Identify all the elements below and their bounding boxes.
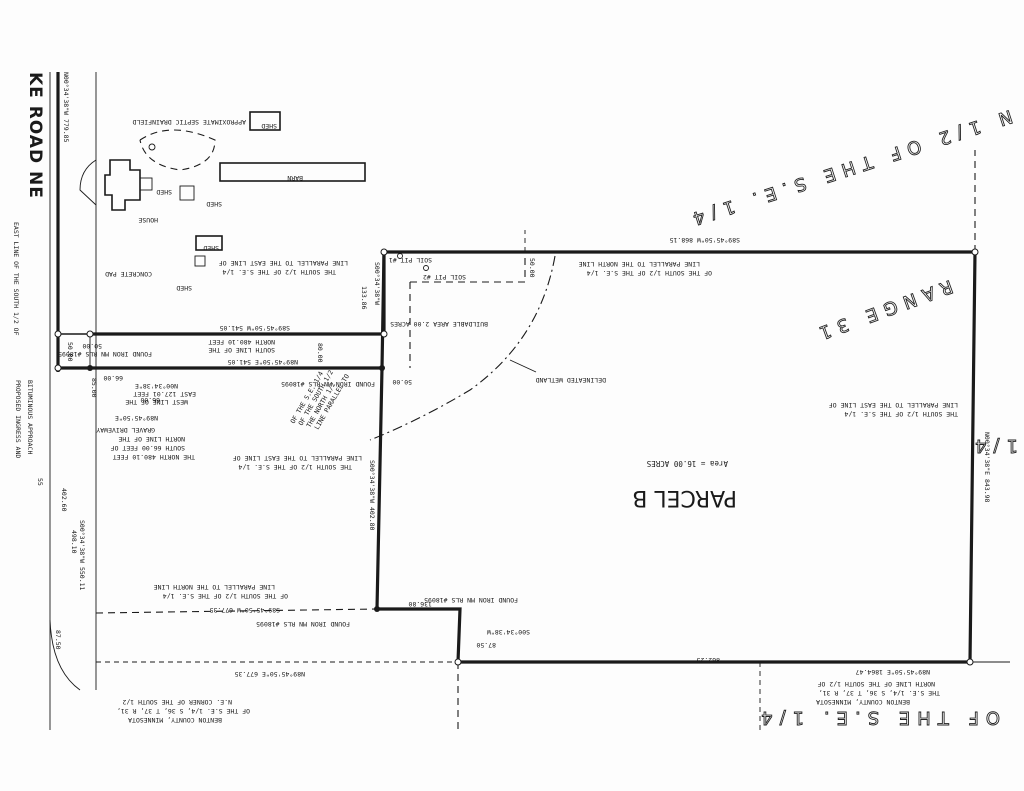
shed-b-shape bbox=[179, 185, 195, 201]
west-desc-2: THE SOUTH 1/2 OF THE S.E. 1/4 bbox=[238, 463, 352, 471]
shed-b-label: SHED bbox=[206, 200, 222, 208]
bottom-desc-1: NORTH LINE OF THE SOUTH 1/2 OF bbox=[818, 680, 935, 688]
west-line: WEST LINE OF THE bbox=[125, 398, 188, 406]
right-desc-2: THE SOUTH 1/2 OF THE S.E. 1/4 bbox=[844, 410, 958, 418]
mid-desc-1: LINE PARALLEL TO THE NORTH LINE bbox=[154, 583, 275, 591]
shed-d-shape bbox=[194, 255, 206, 267]
gravel: GRAVEL DRIVEWAY bbox=[96, 426, 155, 434]
north-line-5: THE NORTH 480.10 FEET bbox=[113, 453, 195, 461]
notch-dist: 136.80 bbox=[408, 600, 432, 608]
house-shape bbox=[104, 159, 141, 211]
soil-pit-1: SOIL PIT #1 bbox=[389, 256, 432, 264]
west-desc-1: LINE PARALLEL TO THE EAST LINE OF bbox=[233, 454, 362, 462]
wetland-label: DELINEATED WETLAND bbox=[535, 376, 606, 384]
iron-notch: FOUND IRON MN RLS #18095 bbox=[424, 596, 518, 604]
buildable-label: BUILDABLE AREA 2.00 ACRES bbox=[390, 320, 488, 328]
barn-shape bbox=[219, 162, 366, 182]
ne-corner-1: N.E. CORNER OF THE SOUTH 1/2 bbox=[122, 698, 232, 706]
dist-50d: 50.00 bbox=[66, 342, 74, 362]
shed-c-label: SHED bbox=[203, 244, 219, 252]
shed-a-shape bbox=[139, 177, 153, 191]
road-edges bbox=[49, 72, 97, 730]
shed-a-label: SHED bbox=[156, 188, 172, 196]
parcel-name: PARCEL B bbox=[632, 485, 737, 510]
low-bearing: N89°45'50"E 677.35 bbox=[234, 670, 305, 678]
parcel-b-boundary bbox=[375, 250, 977, 664]
soil-pit-2: SOIL PIT #2 bbox=[423, 273, 466, 281]
road-402: 402.60 bbox=[60, 488, 68, 512]
dist-50c: 50.00 bbox=[528, 258, 536, 278]
bottom-dist: 862.25 bbox=[696, 656, 720, 664]
parcel-area: Area = 16.00 ACRES bbox=[646, 459, 728, 468]
road-87: 87.50 bbox=[54, 630, 62, 650]
top-desc-1: LINE PARALLEL TO THE NORTH LINE bbox=[579, 260, 700, 268]
iron-corner: FOUND IRON MN RLS #18095 bbox=[256, 620, 350, 628]
mid-bearing: S89°45'50"W 677.35 bbox=[209, 606, 280, 614]
barn-label: BARN bbox=[287, 174, 303, 182]
wing-top-bearing: S00°34'38"W bbox=[373, 262, 381, 305]
bottom-bearing: N89°45'50"E 1864.47 bbox=[856, 668, 930, 676]
shed-top-shape bbox=[249, 111, 281, 131]
dist-66b: 66.00 bbox=[140, 396, 160, 404]
north-line-4: SOUTH 66.00 FEET OF bbox=[111, 444, 185, 452]
shed-d-label: SHED bbox=[176, 284, 192, 292]
ne-corner-2: OF THE S.E. 1/4, S 36, T 37, R 31, bbox=[117, 707, 250, 715]
survey-pins bbox=[54, 248, 979, 666]
ingress: PROPOSED INGRESS AND bbox=[14, 380, 22, 458]
north-line-2: NORTH 480.10 FEET bbox=[208, 338, 275, 346]
top-bearing: S89°45'50"W 868.15 bbox=[669, 236, 740, 244]
quarter-label-right-edge: 1/4 bbox=[968, 435, 1018, 456]
dist-66a: 66.00 bbox=[103, 374, 123, 382]
dist-50b: 50.00 bbox=[82, 342, 102, 350]
mid-desc-2: OF THE SOUTH 1/2 OF THE S.E. 1/4 bbox=[163, 592, 288, 600]
driveway-curve bbox=[79, 159, 97, 206]
septic-outline bbox=[139, 129, 216, 171]
shed-c-shape bbox=[195, 235, 223, 251]
north-line-1: SOUTH LINE OF THE bbox=[208, 346, 275, 354]
buildings bbox=[79, 111, 366, 267]
right-desc-1: LINE PARALLEL TO THE EAST LINE OF bbox=[829, 401, 958, 409]
north-line-3: NORTH LINE OF THE bbox=[118, 435, 185, 443]
septic-label: APPROXIMATE SEPTIC DRAINFIELD bbox=[132, 118, 246, 126]
quarter-label-bottom: OF THE S.E. 1/4 bbox=[754, 707, 1000, 728]
notch-dist2: 87.50 bbox=[476, 641, 496, 649]
iron-left: FOUND IRON MN RLS #18095 bbox=[58, 350, 152, 358]
bituminous: BITUMINOUS APPROACH bbox=[26, 380, 34, 454]
wing-dist: 133.86 bbox=[360, 286, 368, 310]
road-bearing-top: N00°34'38"W 779.85 bbox=[62, 72, 70, 143]
road-bearing: S00°34'38"W 550.11 bbox=[78, 520, 86, 591]
east-line-desc: EAST LINE OF THE SOUTH 1/2 OF bbox=[12, 222, 20, 336]
bottom-desc-2: THE S.E. 1/4, S 36, T 37, R 31, bbox=[819, 689, 940, 697]
dist-85: 85.00 bbox=[90, 378, 98, 398]
iron-top: FOUND IRON MN RLS #18095 bbox=[281, 380, 375, 388]
ne-corner-3: BENTON COUNTY, MINNESOTA bbox=[128, 716, 222, 724]
bottom-desc-3: BENTON COUNTY, MINNESOTA bbox=[816, 698, 910, 706]
dist-80: 80.00 bbox=[316, 343, 324, 363]
top-desc-2: OF THE SOUTH 1/2 OF THE S.E. 1/4 bbox=[587, 269, 712, 277]
quarter-label-top: N 1/2 OF THE S.E. 1/4 bbox=[683, 105, 1014, 231]
road-498: 498.10 bbox=[70, 530, 78, 554]
n89: N89°45'50"E bbox=[115, 414, 158, 422]
west-bearing: S00°34'38"W 402.80 bbox=[368, 460, 376, 531]
wing-desc-2: THE SOUTH 1/2 OF THE S.E. 1/4 bbox=[222, 268, 336, 276]
road-name: KE ROAD NE bbox=[25, 72, 45, 199]
interior-lines bbox=[95, 150, 1010, 730]
dist-50a: 50.00 bbox=[392, 378, 412, 386]
road-55: 55 bbox=[36, 478, 44, 486]
wing-desc-1: LINE PARALLEL TO THE EAST LINE OF bbox=[219, 259, 348, 267]
shed-top-label: SHED bbox=[261, 122, 277, 130]
right-bearing: N00°34'38"E 843.98 bbox=[983, 432, 991, 503]
east-127: EAST 127.01 FEET bbox=[133, 390, 196, 398]
notch-bearing: S00°34'38"W bbox=[487, 628, 530, 636]
septic-dot bbox=[148, 143, 156, 151]
house-label: HOUSE bbox=[138, 216, 158, 224]
n00: N00°34'38"E bbox=[135, 382, 178, 390]
north-line-bearing: N89°45'50"E 541.05 bbox=[227, 358, 298, 366]
concrete-pad-label: CONCRETE PAD bbox=[105, 270, 152, 278]
wing-bearing: S89°45'50"W 541.05 bbox=[219, 324, 290, 332]
quarter-label-range: RANGE 31 bbox=[810, 275, 956, 345]
